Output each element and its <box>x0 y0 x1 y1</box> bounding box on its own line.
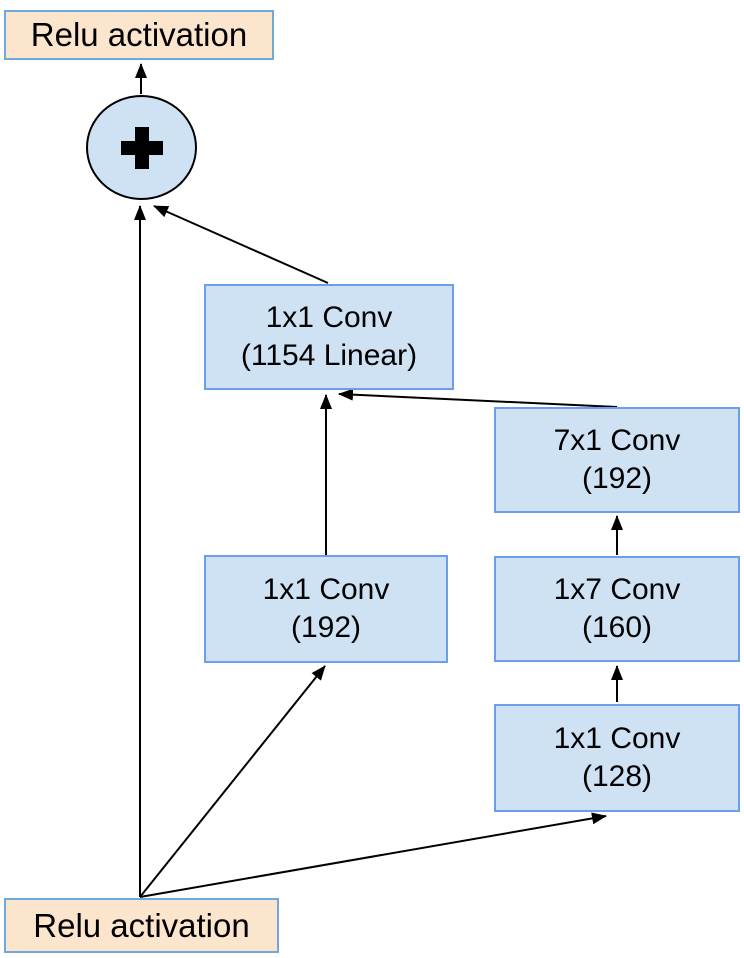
conv-linear-box: 1x1 Conv (1154 Linear) <box>204 284 454 390</box>
output-relu-activation-box: Relu activation <box>4 10 274 60</box>
input-relu-activation-box: Relu activation <box>4 898 279 953</box>
input-relu-activation-label: Relu activation <box>33 906 250 944</box>
output-relu-activation-label: Relu activation <box>30 16 248 53</box>
conv-1x7-box: 1x7 Conv (160) <box>494 556 740 662</box>
conv-1x1-192-box: 1x1 Conv (192) <box>204 555 448 663</box>
conv-linear-label-line1: 1x1 Conv <box>265 301 393 334</box>
conv-1x1-128-label-line1: 1x1 Conv <box>553 722 681 755</box>
plus-icon <box>120 126 163 169</box>
conv-7x1-label-line1: 7x1 Conv <box>553 424 681 457</box>
conv-1x7-label-line2: (160) <box>581 611 653 644</box>
edge-input-activation-to-conv-192 <box>139 665 326 898</box>
conv-1x1-128-label-line2: (128) <box>581 760 653 793</box>
conv-1x1-128-box: 1x1 Conv (128) <box>494 704 740 812</box>
conv-linear-label-line2: (1154 Linear) <box>240 339 418 372</box>
conv-7x1-box: 7x1 Conv (192) <box>494 407 740 513</box>
edge-conv-linear-to-sum <box>153 205 329 284</box>
conv-1x1-192-label-line1: 1x1 Conv <box>262 573 390 606</box>
edge-conv-7x1-to-conv-linear <box>338 388 618 408</box>
conv-1x1-192-label-line2: (192) <box>290 611 362 644</box>
edge-input-activation-to-conv-128 <box>139 812 607 898</box>
conv-1x7-label-line1: 1x7 Conv <box>553 573 681 606</box>
sum-node <box>86 95 197 200</box>
conv-7x1-label-line2: (192) <box>581 462 653 495</box>
